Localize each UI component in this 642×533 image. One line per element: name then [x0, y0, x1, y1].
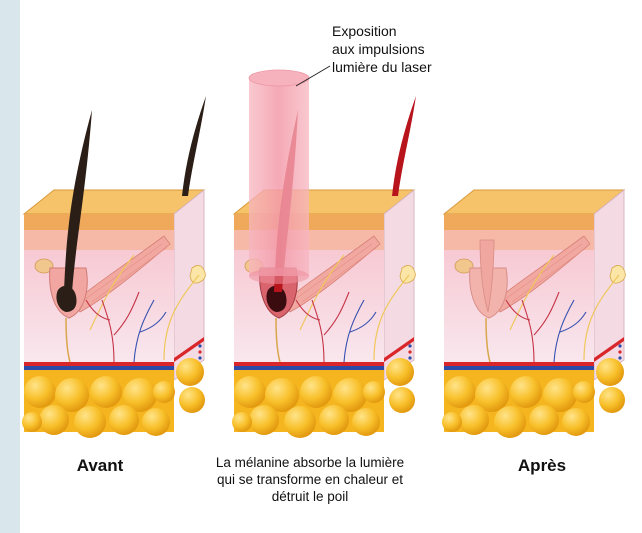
caption-laser: La mélanine absorbe la lumière qui se tr…	[180, 454, 440, 505]
panel-after	[442, 190, 625, 438]
panel-before	[22, 96, 206, 438]
caption-before: Avant	[50, 456, 150, 476]
caption-after: Après	[492, 456, 592, 476]
hair-shaft-right	[182, 96, 206, 196]
laser-annotation: Exposition aux impulsions lumière du las…	[332, 22, 432, 76]
